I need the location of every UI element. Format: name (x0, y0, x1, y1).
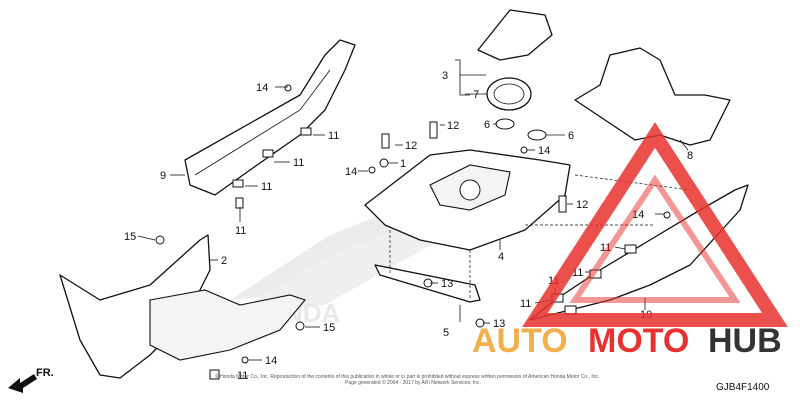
callout-6: 6 (568, 130, 574, 142)
callout-3: 3 (442, 70, 448, 82)
nut-1-icon (379, 158, 389, 168)
clip-11-icon (300, 127, 312, 136)
leader-lines (137, 59, 689, 361)
callout-11: 11 (600, 242, 611, 254)
callout-7: 7 (473, 89, 479, 101)
callout-1: 1 (400, 158, 406, 170)
diagram-code: GJB4F1400 (716, 382, 770, 393)
callout-13: 13 (441, 278, 453, 290)
copyright-line-2: Page generated © 2004 - 2017 by ARI Netw… (345, 379, 481, 386)
callout-11: 11 (520, 298, 531, 310)
part-8-mat (574, 47, 731, 146)
bolt-15-icon (295, 321, 305, 331)
part-9-side-cover (184, 39, 356, 209)
part-6-grommets (495, 118, 547, 141)
callout-12: 12 (405, 140, 417, 152)
callout-12: 12 (576, 199, 588, 211)
screw-14-icon (368, 166, 376, 174)
callout-9: 9 (160, 170, 166, 182)
callout-14: 14 (538, 145, 550, 157)
warning-triangle-logo (522, 122, 788, 327)
callout-15: 15 (323, 322, 335, 334)
copyright-line-1: © Honda Motor Co., Inc. Reproduction of … (215, 373, 599, 380)
watermark-text-hub: HUB (708, 322, 782, 360)
callout-15: 15 (124, 231, 136, 243)
filler-opening-icon (459, 179, 481, 201)
clip-11-icon (232, 179, 244, 188)
grommet-icon (527, 129, 547, 141)
watermark-text-moto: MOTO (588, 322, 689, 360)
screw-14-icon (241, 356, 249, 364)
callout-14: 14 (256, 82, 268, 94)
front-direction-arrow: FR. (8, 367, 54, 393)
watermark-text-auto: AUTO (472, 322, 568, 360)
callout-4: 4 (498, 251, 504, 263)
callout-11: 11 (235, 225, 246, 237)
screw-14-icon (284, 84, 292, 92)
part-4-floor-panel (364, 149, 571, 251)
callout-14: 14 (265, 355, 277, 367)
arrow-icon (8, 374, 37, 393)
callout-8: 8 (687, 150, 693, 162)
bolt-12-icon (381, 133, 390, 149)
bolt-12-icon (558, 195, 567, 213)
clip-11-icon (624, 244, 637, 254)
automotohub-watermark: AUTO MOTO HUB (472, 122, 788, 360)
screw-14-icon (520, 146, 528, 154)
bolt-12-icon (429, 121, 438, 139)
direction-label: FR. (36, 367, 54, 379)
callout-11: 11 (261, 181, 272, 193)
copyright-notice: © Honda Motor Co., Inc. Reproduction of … (215, 373, 599, 386)
part-7-seal-ring (486, 77, 532, 111)
callout-14: 14 (345, 166, 357, 178)
callout-13: 13 (493, 318, 505, 330)
callout-6: 6 (484, 119, 490, 131)
screw-14-icon (663, 211, 671, 219)
callout-11: 11 (237, 370, 248, 382)
part-3-lid (477, 9, 553, 61)
part-2-lower-cover (59, 234, 306, 380)
bolt-15-icon (155, 235, 165, 245)
callout-2: 2 (221, 255, 227, 267)
grommet-icon (495, 118, 515, 130)
callout-11: 11 (293, 157, 304, 169)
clip-11-icon (262, 149, 274, 158)
clip-11-icon (235, 197, 244, 209)
callout-11: 11 (572, 267, 583, 279)
callout-12: 12 (447, 120, 459, 132)
callout-11: 11 (328, 130, 339, 142)
clip-11-icon (564, 305, 577, 315)
clip-11-icon (209, 369, 220, 380)
callout-5: 5 (443, 327, 449, 339)
